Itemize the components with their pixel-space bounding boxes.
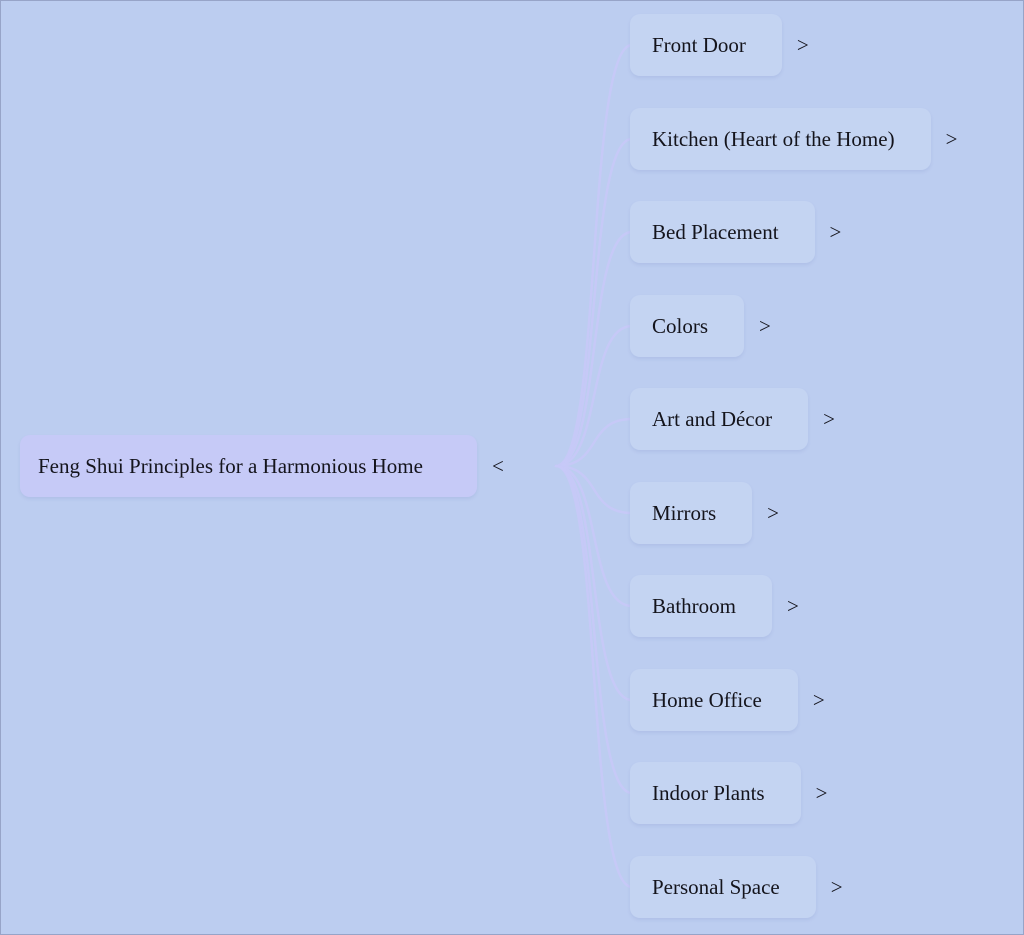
connector-line: [554, 464, 634, 515]
expand-arrow-icon[interactable]: >: [759, 314, 771, 338]
expand-arrow-icon[interactable]: >: [829, 220, 842, 244]
child-node-label: Bed Placement: [652, 219, 779, 244]
expand-arrow-icon[interactable]: >: [945, 127, 958, 151]
connector-line: [554, 43, 634, 468]
connector-line: [554, 464, 634, 795]
branch-mirrors: Mirrors >: [630, 482, 779, 544]
child-node[interactable]: Bathroom: [630, 575, 772, 637]
collapse-arrow-icon[interactable]: <: [491, 454, 504, 478]
child-node-label: Bathroom: [652, 593, 736, 618]
child-node-label: Colors: [652, 313, 709, 338]
child-node-label: Art and Décor: [652, 406, 773, 431]
root-node-label: Feng Shui Principles for a Harmonious Ho…: [38, 453, 423, 478]
connector-line: [554, 417, 634, 468]
expand-arrow-icon[interactable]: >: [787, 594, 799, 618]
child-node[interactable]: Colors: [630, 295, 745, 357]
child-node[interactable]: Kitchen (Heart of the Home): [630, 108, 931, 170]
expand-arrow-icon[interactable]: >: [830, 875, 843, 899]
child-node-label: Home Office: [652, 687, 762, 712]
connector-line: [554, 230, 634, 468]
child-node[interactable]: Indoor Plants: [630, 762, 801, 824]
child-node[interactable]: Mirrors: [630, 482, 753, 544]
root-node[interactable]: Feng Shui Principles for a Harmonious Ho…: [20, 435, 477, 497]
branch-kitchen: Kitchen (Heart of the Home) >: [630, 108, 957, 170]
connector-line: [554, 464, 634, 702]
branch-front-door: Front Door >: [630, 14, 809, 76]
child-node[interactable]: Front Door: [630, 14, 782, 76]
branch-art-and-decor: Art and Décor >: [630, 388, 835, 450]
child-node-label: Mirrors: [652, 500, 717, 525]
expand-arrow-icon[interactable]: >: [823, 407, 835, 431]
child-node[interactable]: Home Office: [630, 669, 798, 731]
branch-home-office: Home Office >: [630, 669, 825, 731]
connector-line: [554, 324, 634, 468]
branch-personal-space: Personal Space >: [630, 856, 843, 918]
child-node-label: Indoor Plants: [652, 780, 765, 805]
child-node-label: Front Door: [652, 32, 746, 57]
child-node-label: Personal Space: [652, 874, 780, 899]
branch-indoor-plants: Indoor Plants >: [630, 762, 827, 824]
child-node[interactable]: Personal Space: [630, 856, 816, 918]
connector-line: [554, 464, 634, 608]
expand-arrow-icon[interactable]: >: [767, 501, 780, 525]
child-node[interactable]: Art and Décor: [630, 388, 809, 450]
connector-line: [554, 464, 634, 889]
expand-arrow-icon[interactable]: >: [812, 688, 825, 712]
expand-arrow-icon[interactable]: >: [815, 781, 828, 805]
root-branch: Feng Shui Principles for a Harmonious Ho…: [20, 435, 504, 497]
branch-bed-placement: Bed Placement >: [630, 201, 841, 263]
child-node[interactable]: Bed Placement: [630, 201, 815, 263]
child-node-label: Kitchen (Heart of the Home): [652, 126, 895, 151]
expand-arrow-icon[interactable]: >: [796, 33, 809, 57]
branch-colors: Colors >: [630, 295, 771, 357]
connector-line: [554, 137, 634, 468]
branch-bathroom: Bathroom >: [630, 575, 799, 637]
